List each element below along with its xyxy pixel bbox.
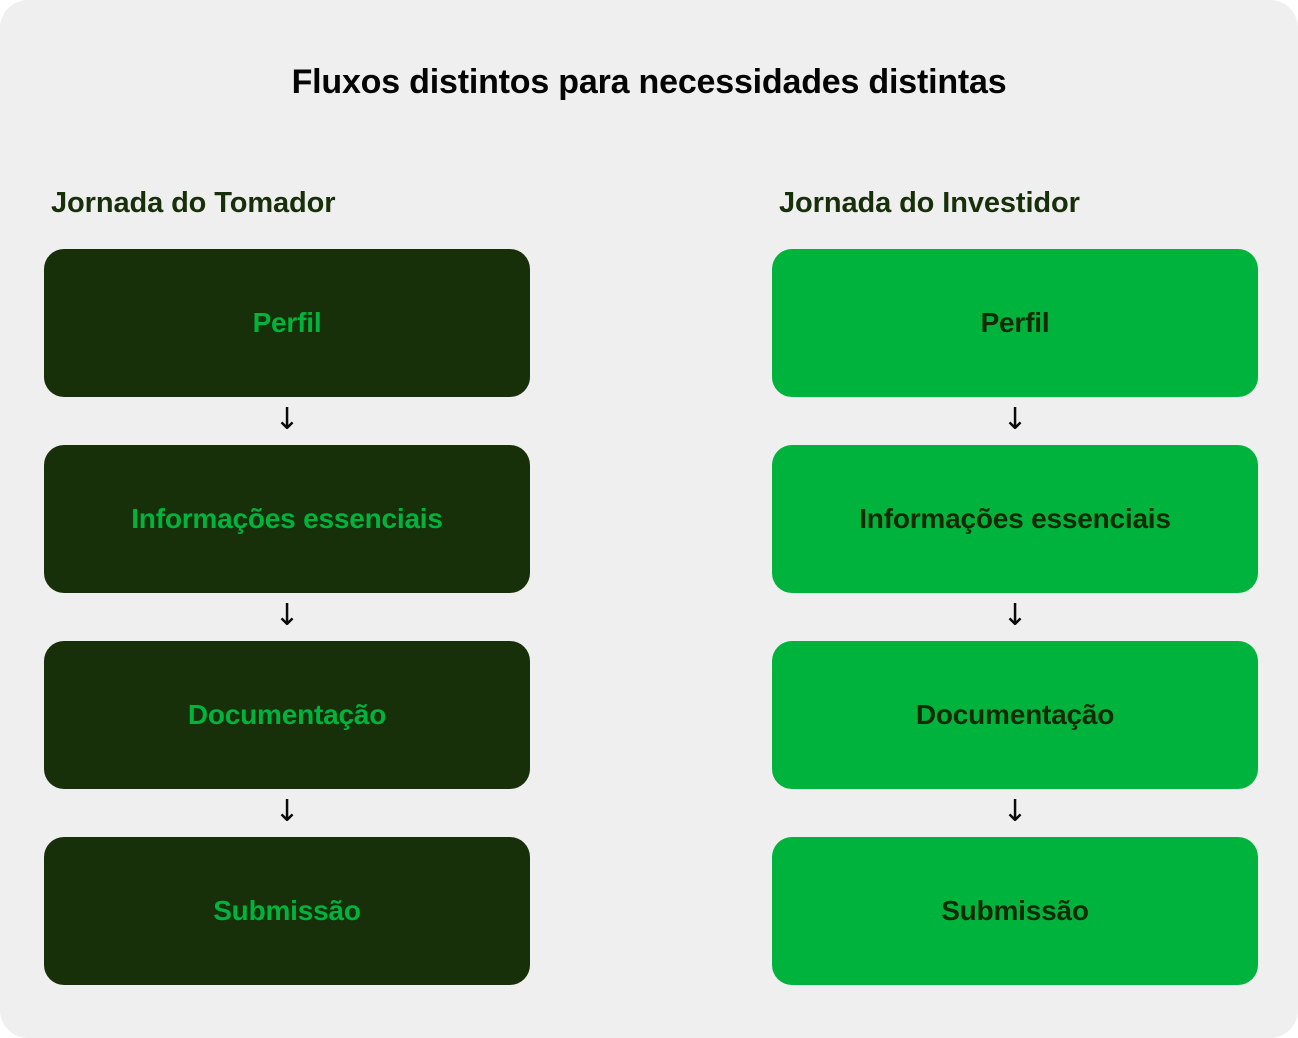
connector-tomador-3: ↓ [44, 789, 530, 837]
step-box-tomador-submissao[interactable]: Submissão [44, 836, 530, 985]
arrow-down-icon: ↓ [274, 401, 300, 437]
connector-investidor-1: ↓ [772, 397, 1258, 445]
flow-tomador: Perfil ↓ Informações essenciais ↓ Docume… [44, 248, 530, 985]
step-box-investidor-perfil[interactable]: Perfil [772, 248, 1258, 397]
journey-column-tomador: Jornada do Tomador Perfil ↓ Informações … [44, 186, 530, 985]
journey-column-investidor: Jornada do Investidor Perfil ↓ Informaçõ… [772, 186, 1258, 985]
arrow-down-icon: ↓ [1002, 597, 1028, 633]
step-box-investidor-documentacao[interactable]: Documentação [772, 640, 1258, 789]
step-box-tomador-informacoes-essenciais[interactable]: Informações essenciais [44, 444, 530, 593]
arrow-down-icon: ↓ [1002, 401, 1028, 437]
connector-tomador-2: ↓ [44, 593, 530, 641]
column-title-investidor: Jornada do Investidor [779, 187, 1080, 219]
connector-tomador-1: ↓ [44, 397, 530, 445]
flow-investidor: Perfil ↓ Informações essenciais ↓ Docume… [772, 248, 1258, 985]
arrow-down-icon: ↓ [274, 597, 300, 633]
arrow-down-icon: ↓ [274, 793, 300, 829]
column-title-tomador: Jornada do Tomador [51, 187, 336, 219]
journey-columns: Jornada do Tomador Perfil ↓ Informações … [0, 186, 1298, 986]
step-box-tomador-documentacao[interactable]: Documentação [44, 640, 530, 789]
step-box-investidor-informacoes-essenciais[interactable]: Informações essenciais [772, 444, 1258, 593]
step-box-investidor-submissao[interactable]: Submissão [772, 836, 1258, 985]
arrow-down-icon: ↓ [1002, 793, 1028, 829]
step-box-tomador-perfil[interactable]: Perfil [44, 248, 530, 397]
connector-investidor-3: ↓ [772, 789, 1258, 837]
connector-investidor-2: ↓ [772, 593, 1258, 641]
page-title: Fluxos distintos para necessidades disti… [291, 63, 1007, 101]
